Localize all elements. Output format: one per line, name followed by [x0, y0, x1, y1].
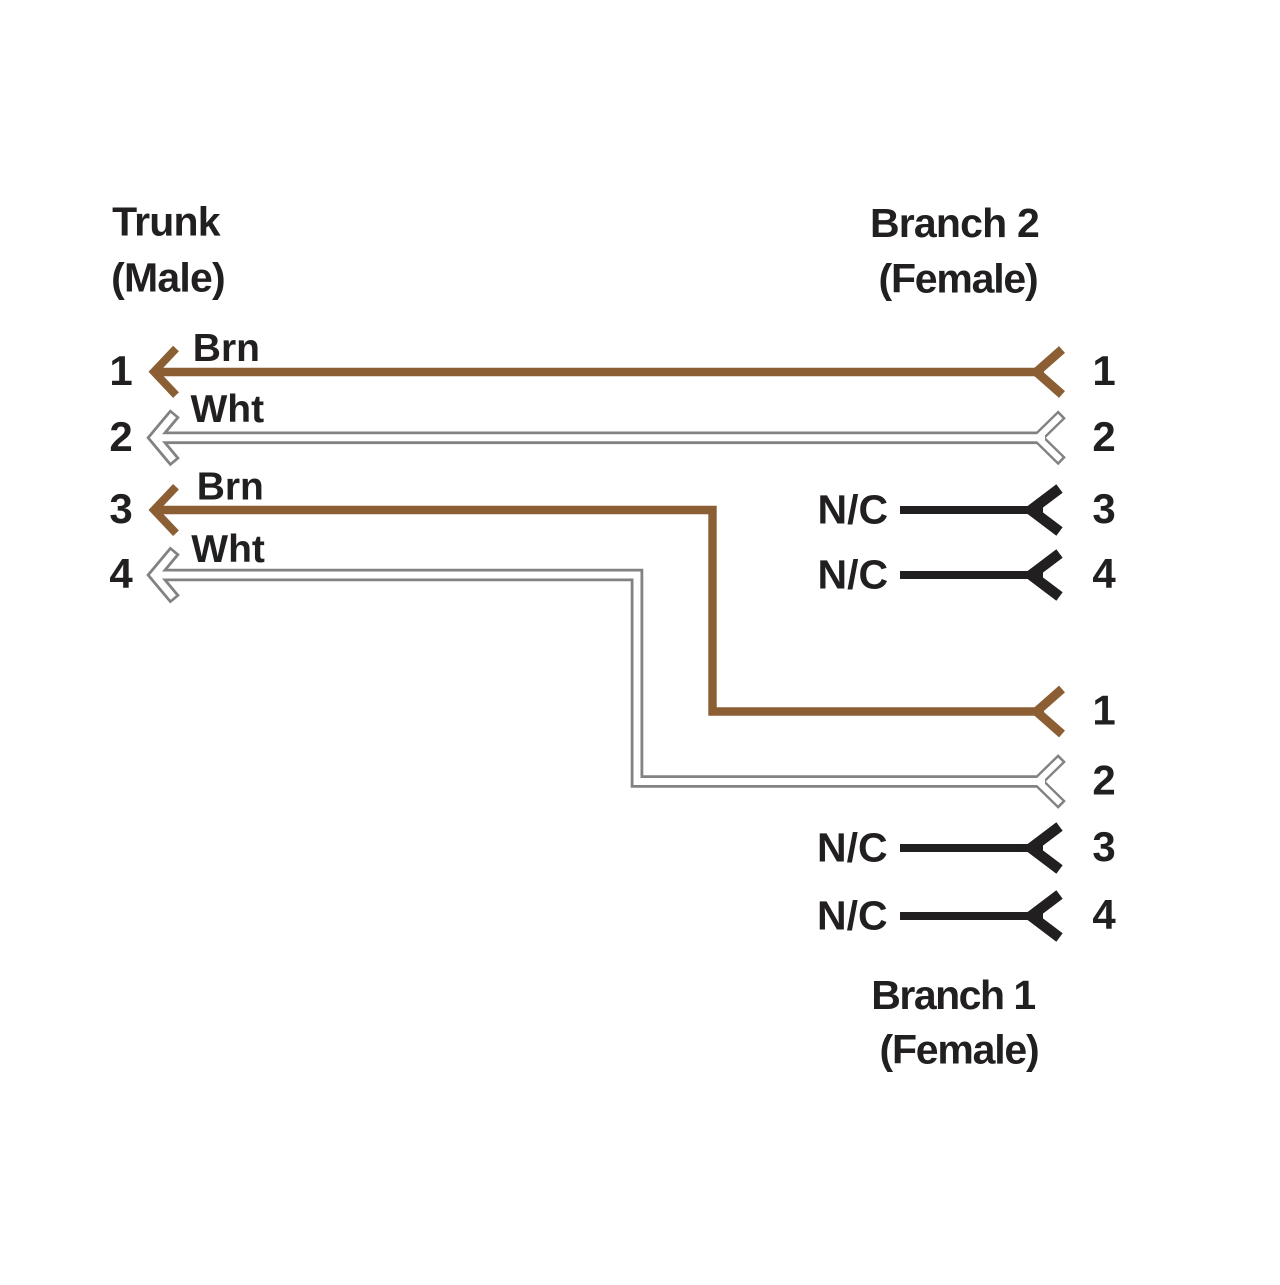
svg-text:N/C: N/C: [817, 893, 888, 939]
svg-text:2: 2: [109, 413, 132, 460]
svg-text:2: 2: [1092, 757, 1115, 804]
svg-text:N/C: N/C: [818, 487, 889, 533]
svg-text:(Female): (Female): [878, 256, 1037, 302]
svg-text:3: 3: [1092, 485, 1115, 532]
svg-text:Branch 2: Branch 2: [870, 200, 1039, 246]
svg-text:Brn: Brn: [193, 327, 260, 370]
svg-text:Trunk: Trunk: [112, 199, 221, 245]
svg-text:(Female): (Female): [879, 1027, 1038, 1073]
svg-text:(Male): (Male): [111, 255, 225, 301]
svg-text:4: 4: [109, 550, 133, 597]
svg-text:Wht: Wht: [191, 528, 265, 571]
svg-text:Brn: Brn: [197, 465, 264, 508]
svg-text:2: 2: [1092, 413, 1115, 460]
svg-text:3: 3: [109, 485, 132, 532]
svg-text:Wht: Wht: [191, 388, 265, 431]
svg-text:4: 4: [1092, 891, 1116, 938]
svg-text:Branch 1: Branch 1: [871, 972, 1035, 1018]
svg-text:N/C: N/C: [818, 552, 889, 598]
svg-text:1: 1: [1092, 347, 1115, 394]
svg-text:4: 4: [1092, 550, 1116, 597]
svg-text:1: 1: [109, 347, 132, 394]
svg-text:1: 1: [1092, 687, 1115, 734]
svg-text:N/C: N/C: [817, 825, 888, 871]
svg-text:3: 3: [1092, 823, 1115, 870]
